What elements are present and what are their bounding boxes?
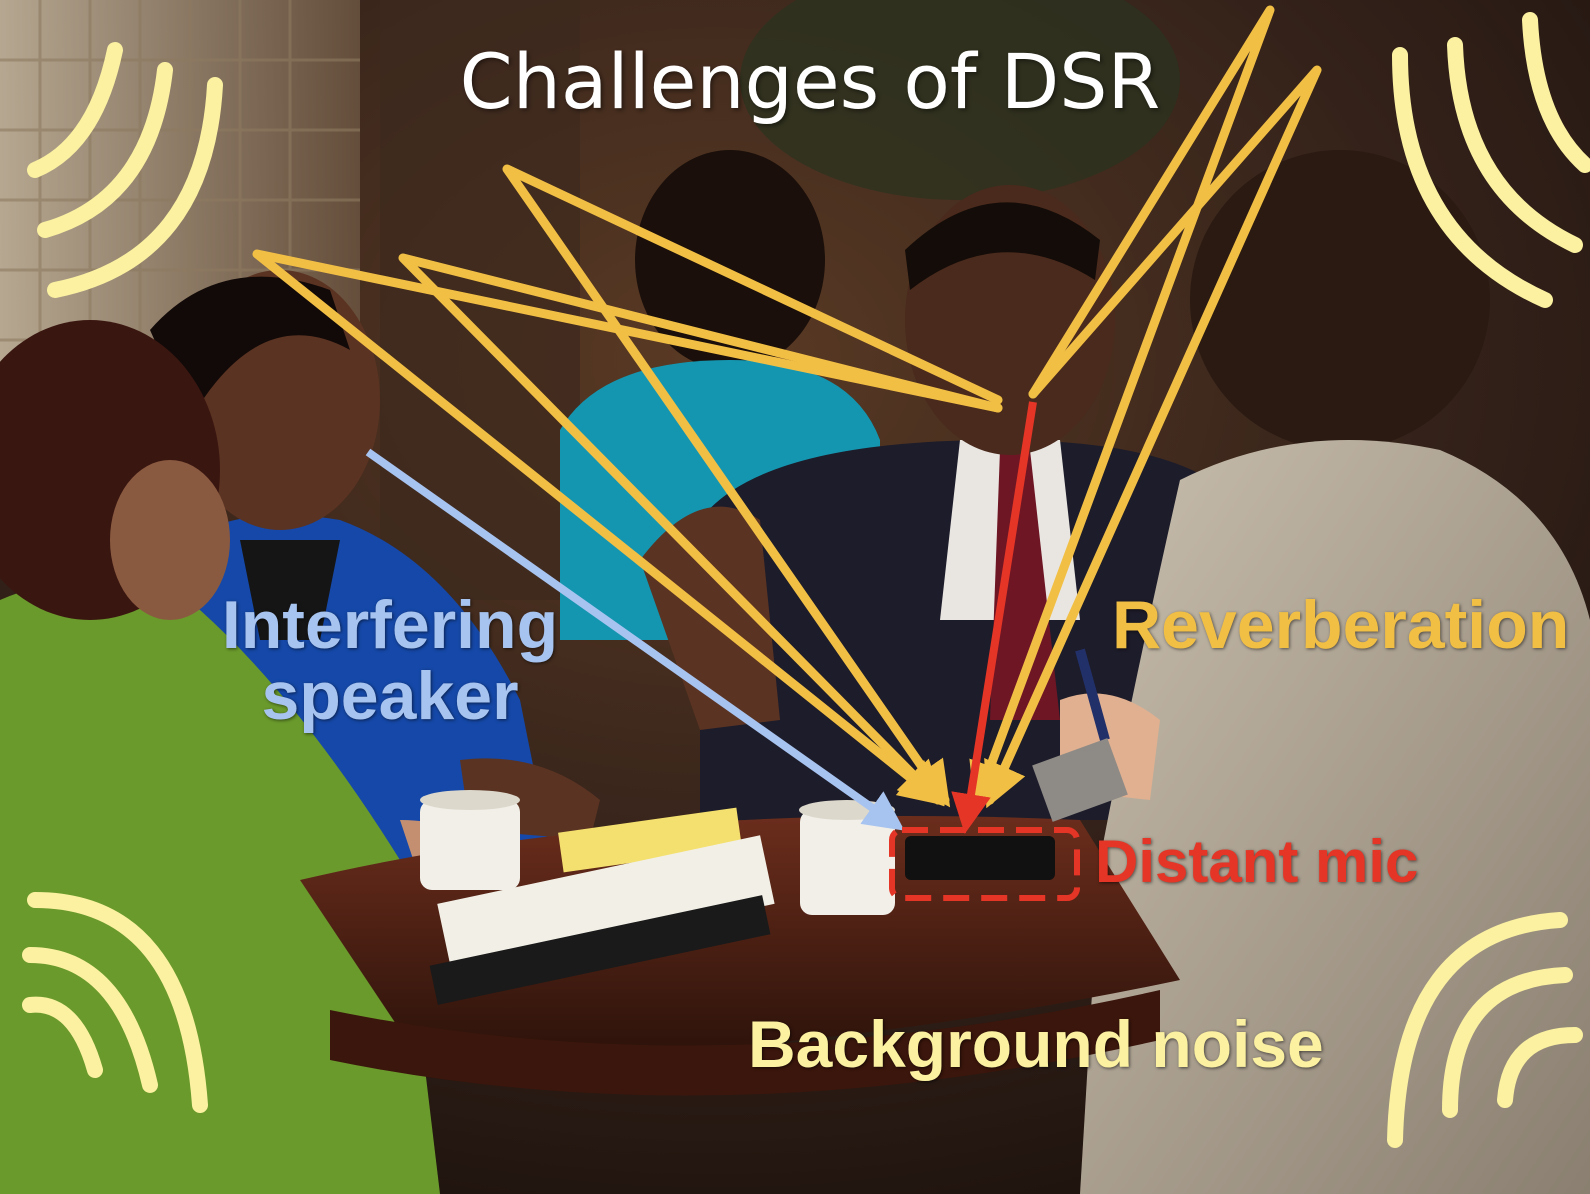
mug-left — [420, 790, 520, 890]
papers — [437, 835, 775, 973]
notepad — [558, 807, 742, 873]
folder — [429, 895, 771, 1005]
reverb-path-ceiling-left — [502, 164, 1003, 808]
reverberation-paths — [252, 5, 1322, 809]
noise-wave-icon-top-left — [27, 42, 223, 298]
noise-wave-icon-top-right — [1392, 12, 1590, 308]
person-right-foreground — [1060, 150, 1590, 1194]
reverb-path-left-wall-2 — [398, 253, 1003, 807]
noise-wave-icons — [22, 12, 1590, 1148]
interfering-speaker-label: Interfering speaker — [221, 587, 559, 735]
direct-path-arrow — [951, 401, 1037, 834]
interfering-path-arrow — [365, 448, 905, 831]
noise-wave-icon-bottom-right — [1387, 912, 1583, 1148]
slide-title: Challenges of DSR — [459, 37, 1161, 126]
plant — [740, 0, 1180, 200]
table — [300, 738, 1180, 1096]
reverb-path-ceiling-right-1 — [969, 5, 1275, 809]
distant-mic-highlight — [889, 827, 1080, 901]
noise-wave-icon-bottom-left — [22, 892, 208, 1113]
reverb-path-ceiling-right-2 — [984, 65, 1322, 809]
reverberation-label: Reverberation — [1112, 587, 1570, 663]
pen — [1075, 648, 1110, 742]
background-noise-label: Background noise — [748, 1007, 1324, 1081]
reverb-path-left-wall-1 — [252, 249, 1003, 806]
watch-hand-silver — [1032, 738, 1128, 822]
distant-mic-label: Distant mic — [1095, 828, 1419, 895]
distant-mic-device — [905, 836, 1055, 880]
